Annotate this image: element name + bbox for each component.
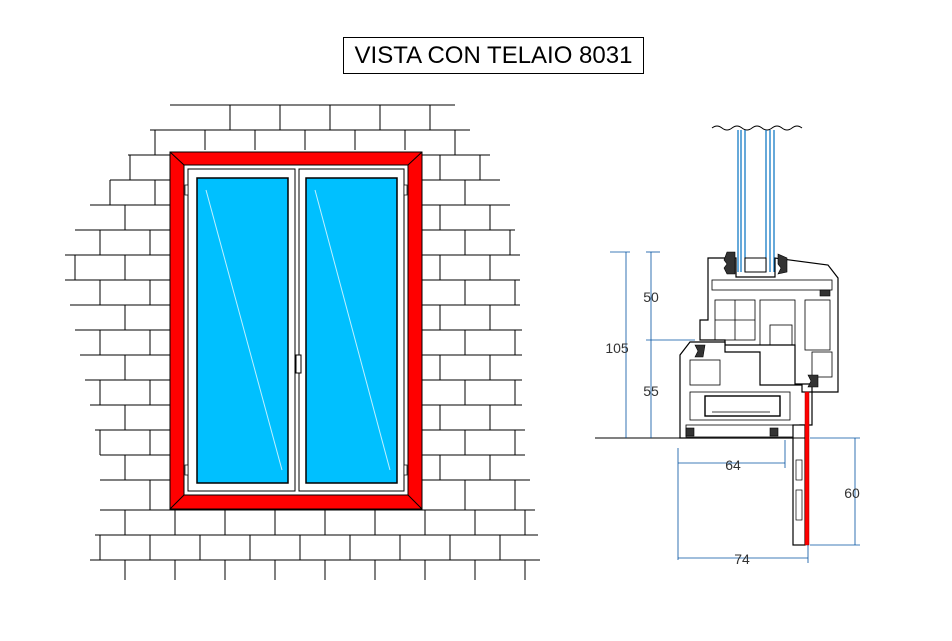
dimension-lower-height: 55 [643,383,659,399]
dimension-total-height: 105 [605,340,629,356]
profile-section: 105 50 55 64 60 74 [595,125,860,567]
right-sash [298,168,405,492]
drawing-title: VISTA CON TELAIO 8031 [343,37,644,74]
window-handle [295,354,302,374]
dimension-frame-depth: 64 [725,457,741,473]
sill-profile [792,424,806,546]
right-glass-pane [305,177,398,484]
dimension-upper-height: 50 [643,289,659,305]
left-glass-pane [196,177,289,484]
dimension-total-depth: 74 [734,551,750,567]
dimension-sill-height: 60 [844,485,860,501]
sash-profile [699,257,839,393]
red-finish-strip [804,391,810,546]
left-sash [187,168,296,492]
window-elevation [169,151,423,510]
